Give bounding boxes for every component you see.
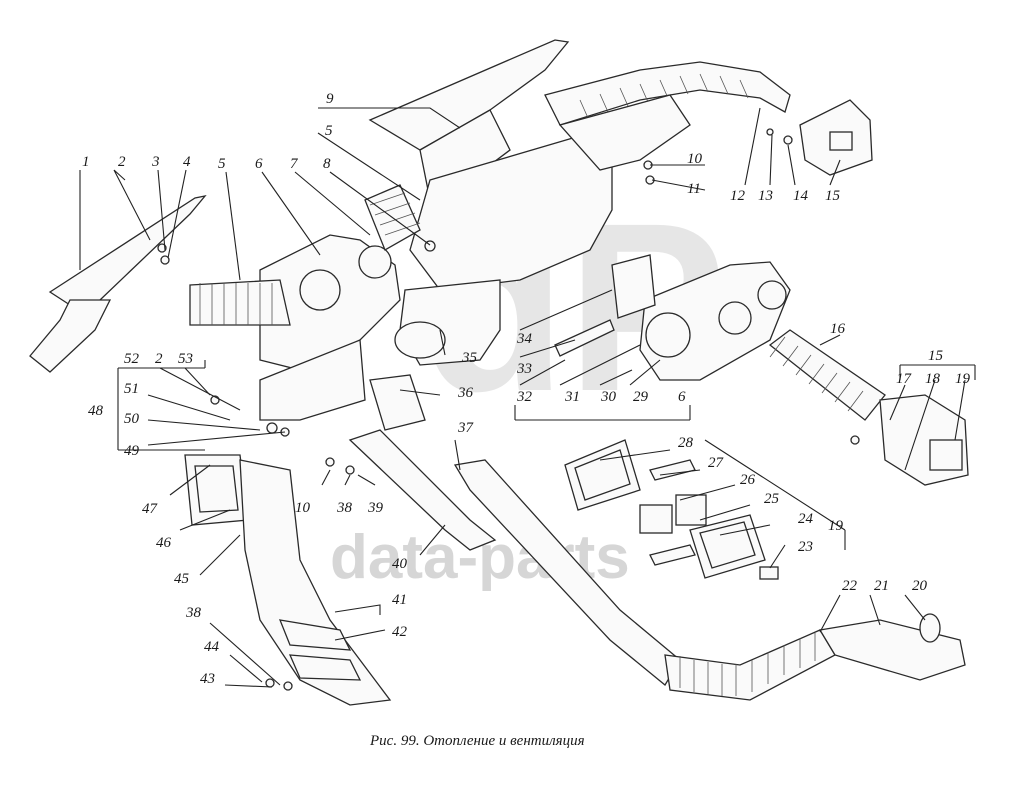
label-5: 5	[218, 156, 226, 172]
label-43: 43	[200, 671, 215, 687]
label-32: 32	[516, 389, 533, 405]
right-blower-housing	[639, 261, 791, 381]
filter-cover	[558, 94, 691, 171]
label-31: 31	[564, 389, 580, 405]
label-11: 11	[687, 181, 701, 197]
label-15: 15	[825, 188, 841, 204]
label-19b: 19	[828, 518, 844, 534]
floor-duct-40	[348, 429, 497, 551]
left-blower-housing	[259, 234, 401, 421]
label-51: 51	[124, 381, 139, 397]
label-45: 45	[174, 571, 190, 587]
leader-lines	[79, 107, 976, 688]
left-defroster-nozzle	[29, 195, 207, 373]
label-52: 52	[124, 351, 140, 367]
label-49: 49	[124, 443, 140, 459]
label-42: 42	[392, 624, 408, 640]
air-vent-top-right	[799, 99, 873, 176]
label-2b: 2	[155, 351, 163, 367]
label-40: 40	[392, 556, 408, 572]
label-2: 2	[118, 154, 126, 170]
air-vent-right	[879, 394, 969, 486]
right-corrugated-hose	[768, 329, 886, 421]
label-1: 1	[82, 154, 90, 170]
label-24: 24	[798, 511, 814, 527]
label-34: 34	[516, 331, 533, 347]
frame-46	[184, 454, 249, 526]
rear-nozzle	[818, 613, 966, 681]
label-17: 17	[896, 371, 913, 387]
damper-rod	[554, 319, 615, 357]
label-23: 23	[798, 539, 813, 555]
label-15b: 15	[928, 348, 944, 364]
label-47: 47	[142, 501, 159, 517]
frame-36	[369, 374, 426, 431]
label-8: 8	[323, 156, 331, 172]
label-27: 27	[708, 455, 725, 471]
label-26: 26	[740, 472, 756, 488]
label-5b: 5	[325, 123, 333, 139]
label-21: 21	[874, 578, 889, 594]
bottom-corrugated-hose	[664, 629, 836, 701]
label-50: 50	[124, 411, 140, 427]
frame-24	[689, 514, 766, 579]
label-22: 22	[842, 578, 858, 594]
label-44: 44	[204, 639, 220, 655]
label-29: 29	[633, 389, 649, 405]
label-39: 39	[367, 500, 384, 516]
figure-caption: Рис. 99. Отопление и вентиляция	[369, 733, 585, 749]
label-10: 10	[687, 151, 703, 167]
label-41: 41	[392, 592, 407, 608]
label-35: 35	[461, 350, 478, 366]
label-3: 3	[151, 154, 160, 170]
label-12: 12	[730, 188, 746, 204]
label-18: 18	[925, 371, 941, 387]
label-53: 53	[178, 351, 193, 367]
label-7: 7	[290, 156, 299, 172]
label-28: 28	[678, 435, 694, 451]
label-20: 20	[912, 578, 928, 594]
label-30: 30	[600, 389, 617, 405]
heater-housing	[394, 129, 613, 366]
left-floor-duct	[239, 459, 392, 706]
label-37: 37	[457, 420, 475, 436]
top-hose	[544, 61, 791, 126]
label-14: 14	[793, 188, 809, 204]
label-4: 4	[183, 154, 191, 170]
label-48: 48	[88, 403, 104, 419]
label-33: 33	[516, 361, 532, 377]
label-10b: 10	[295, 500, 311, 516]
label-19: 19	[955, 371, 971, 387]
label-46: 46	[156, 535, 172, 551]
label-16: 16	[830, 321, 846, 337]
damper-plate	[611, 254, 656, 319]
frame-28	[564, 439, 641, 511]
label-38b: 38	[185, 605, 202, 621]
part-labels: 1 2 3 4 5 6 7 8 9 5 10 11 12 13 14 15 16…	[82, 91, 971, 687]
label-36: 36	[457, 385, 474, 401]
label-6b: 6	[678, 389, 686, 405]
left-corrugated-hose	[189, 279, 291, 326]
label-25: 25	[764, 491, 780, 507]
label-9: 9	[326, 91, 334, 107]
label-13: 13	[758, 188, 773, 204]
label-38: 38	[336, 500, 353, 516]
label-6: 6	[255, 156, 263, 172]
